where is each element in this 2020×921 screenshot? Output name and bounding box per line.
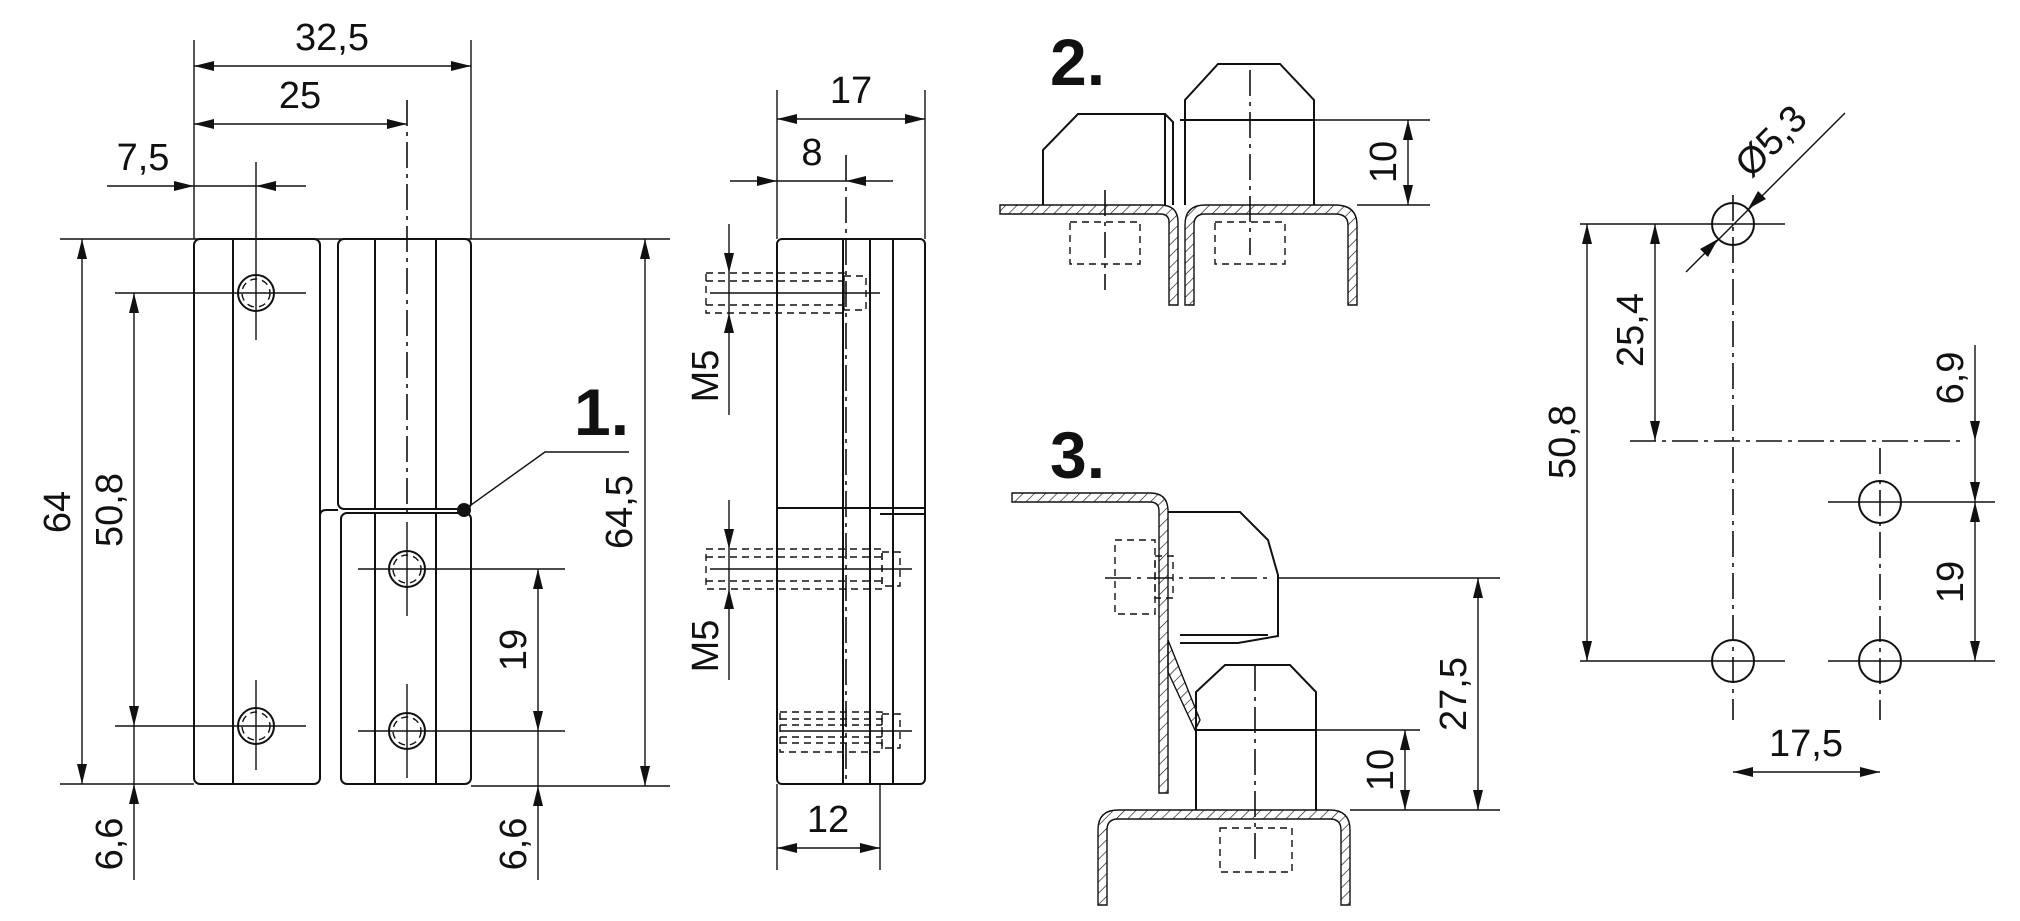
svg-text:17: 17 [830,70,872,112]
dim-50-8: 50,8 [89,293,139,726]
view3-label: 3. [1050,418,1105,492]
svg-text:25: 25 [279,75,321,117]
svg-text:M5: M5 [685,620,727,673]
svg-text:10: 10 [1363,141,1405,183]
dim-32-5: 32,5 [194,17,471,71]
dim-pattern-17-5: 17,5 [1733,723,1880,777]
svg-text:6,9: 6,9 [1930,352,1972,405]
side-outline [776,238,926,785]
svg-text:M5: M5 [685,350,727,403]
dim-8: 8 [730,132,893,186]
dim-6-6-left: 6,6 [89,726,139,880]
hole-left-bottom [115,680,306,770]
dim-pattern-50-8: 50,8 [1542,224,1592,661]
dim-pattern-6-9: 6,9 [1930,345,1980,502]
hole-pattern: Ø5,3 50,8 25,4 6,9 19 [1542,98,1995,777]
dim-17: 17 [777,70,925,124]
view3-mounting: 3. 27,5 10 [1011,418,1500,906]
view1-front-view: 1. 32,5 25 7,5 [37,17,670,880]
pattern-hole-top [1580,202,1785,246]
dim-64: 64 [37,239,87,784]
pattern-hole-bottom-left [1580,639,1785,683]
dim-19-view1: 19 [493,569,543,731]
svg-text:50,8: 50,8 [1542,405,1584,479]
dim-12: 12 [777,799,880,853]
screw-top [705,272,880,314]
svg-text:Ø5,3: Ø5,3 [1728,98,1816,186]
upper-knuckle-outline [337,238,472,510]
dim-diameter: Ø5,3 [1685,98,1846,273]
view2-dim-10: 10 [1314,119,1430,206]
svg-text:27,5: 27,5 [1433,657,1475,731]
side-view: 17 8 M5 M5 12 [685,70,926,870]
dim-pattern-19: 19 [1930,502,1980,661]
dim-25: 25 [194,75,407,129]
dim-6-6-right: 6,6 [493,731,543,880]
view2-mounting: 2. 10 [999,25,1430,306]
view2-left-body [1042,113,1174,205]
svg-text:6,6: 6,6 [493,818,535,871]
left-leaf-outline [193,238,321,785]
hole-left-top [115,162,306,340]
dim-7-5: 7,5 [107,137,306,191]
svg-text:12: 12 [807,799,849,841]
view3-dim-27-5: 27,5 [1278,577,1500,811]
view2-left-plate [999,204,1179,306]
hole-right-lower [358,684,565,778]
svg-text:6,6: 6,6 [89,818,131,871]
svg-text:19: 19 [493,629,535,671]
view1-leader [463,451,629,511]
dim-64-5: 64,5 [599,239,650,786]
svg-text:8: 8 [801,132,822,174]
view3-upper-body [1168,511,1279,644]
view2-right-body [1184,63,1315,205]
svg-text:25,4: 25,4 [1610,293,1652,367]
view3-dim-10: 10 [1316,729,1420,810]
svg-text:64,5: 64,5 [599,475,641,549]
pattern-hole-right-bottom [1828,639,1995,683]
dim-m5-top: M5 [685,224,734,415]
svg-text:7,5: 7,5 [117,137,170,179]
dim-m5-bottom: M5 [685,500,734,680]
hole-right-upper [358,522,565,616]
view2-label: 2. [1050,25,1105,99]
screw-bottom [779,711,912,753]
dim-pattern-25-4: 25,4 [1610,224,1660,441]
screw-middle [705,548,912,590]
view3-bottom-plate [1097,809,1351,906]
svg-text:10: 10 [1360,749,1402,791]
svg-text:64: 64 [37,491,79,533]
view1-label: 1. [574,375,629,449]
view2-right-plate [1184,204,1358,306]
svg-text:17,5: 17,5 [1769,723,1843,765]
lower-leaf-outline [340,512,472,785]
pattern-hole-right-top [1828,480,1995,524]
svg-text:19: 19 [1930,561,1972,603]
view3-upper-plate [1011,492,1169,794]
svg-text:50,8: 50,8 [89,473,131,547]
view3-lower-body [1195,664,1317,810]
svg-text:32,5: 32,5 [295,17,369,59]
